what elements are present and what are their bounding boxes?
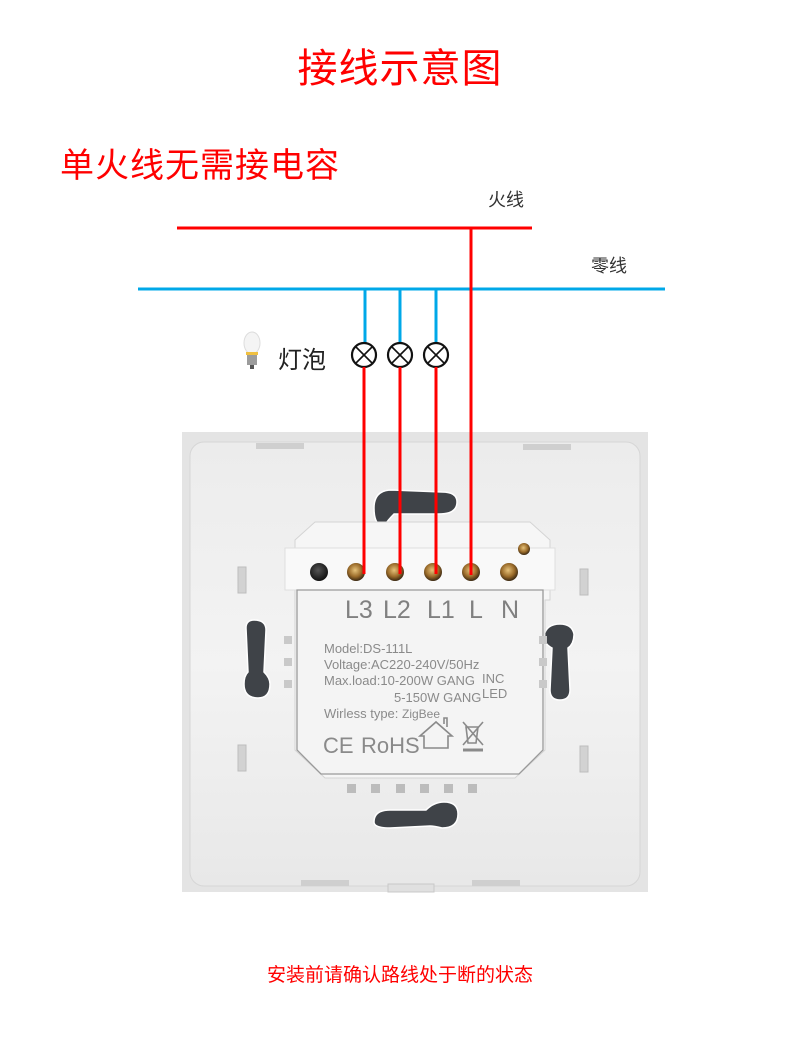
crossed-bin-icon xyxy=(462,721,484,752)
terminal-l: L xyxy=(469,596,483,624)
terminal-n: N xyxy=(501,596,520,624)
indoor-use-house-icon xyxy=(417,717,455,749)
terminal-l1: L1 xyxy=(427,596,455,624)
keyhole-bottom xyxy=(373,801,459,829)
spec-model: Model:DS-111L xyxy=(324,641,413,656)
spec-wireless-label: Wirless type: xyxy=(324,706,399,721)
terminal-l2: L2 xyxy=(383,596,411,624)
spec-inc-tag: INC xyxy=(482,671,505,686)
bulb-label: 灯泡 xyxy=(278,346,326,374)
spec-led-tag: LED xyxy=(482,686,508,701)
terminal-l3: L3 xyxy=(345,596,373,624)
installation-warning: 安装前请确认路线处于断的状态 xyxy=(266,964,533,986)
spec-voltage: Voltage:AC220-240V/50Hz xyxy=(324,657,480,672)
live-wire-label: 火线 xyxy=(488,190,524,211)
neutral-wire-label: 零线 xyxy=(591,256,627,277)
rohs-mark: RoHS xyxy=(361,733,420,758)
spec-max-load-led: 5-150W GANG xyxy=(394,690,482,705)
keyhole-left xyxy=(243,619,271,699)
lightbulb-icon xyxy=(243,331,261,369)
spec-wireless-value: ZigBee xyxy=(402,707,441,721)
ce-mark: CE xyxy=(323,733,354,758)
switch-module xyxy=(284,521,556,793)
subtitle: 单火线无需接电容 xyxy=(60,146,340,186)
page-title: 接线示意图 xyxy=(297,46,503,92)
spec-max-load-inc: Max.load:10-200W GANG xyxy=(324,673,476,688)
wiring-diagram xyxy=(138,226,665,575)
